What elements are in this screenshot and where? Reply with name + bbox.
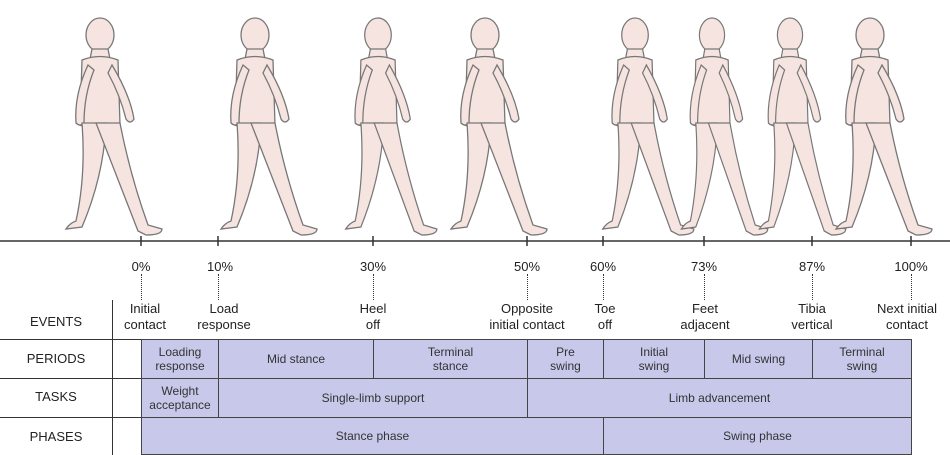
period-mid-swing: Mid swing	[704, 339, 813, 379]
row-rule	[0, 378, 142, 379]
task-single-limb-support: Single-limb support	[218, 378, 528, 418]
dotted-connector	[218, 274, 219, 300]
percent-label: 60%	[590, 259, 616, 274]
walker-figure-load-response	[221, 18, 317, 235]
period-mid-stance: Mid stance	[218, 339, 374, 379]
walker-figure-heel-off	[346, 18, 437, 235]
dotted-connector	[704, 274, 705, 300]
walker-figure-feet-adjacent	[681, 18, 767, 235]
dotted-connector	[812, 274, 813, 300]
row-label-events: EVENTS	[0, 314, 112, 329]
percent-label: 30%	[360, 259, 386, 274]
percent-label: 100%	[894, 259, 927, 274]
dotted-connector	[141, 274, 142, 300]
walker-figure-opposite-contact	[451, 18, 547, 235]
walker-figure-toe-off	[603, 18, 694, 235]
percent-label: 73%	[691, 259, 717, 274]
percent-label: 50%	[514, 259, 540, 274]
walker-figure-initial-contact	[66, 18, 162, 235]
row-label-periods: PERIODS	[0, 351, 112, 366]
row-label-phases: PHASES	[0, 429, 112, 444]
row-rule	[0, 417, 142, 418]
percent-label: 87%	[799, 259, 825, 274]
walker-figure-next-contact	[836, 18, 932, 235]
walker-figure-tibia-vertical	[759, 18, 845, 235]
percent-label: 0%	[132, 259, 151, 274]
dotted-connector	[911, 274, 912, 300]
percent-label: 10%	[207, 259, 233, 274]
dotted-connector	[527, 274, 528, 300]
phase-swing: Swing phase	[603, 417, 912, 455]
phase-stance: Stance phase	[141, 417, 604, 455]
dotted-connector	[603, 274, 604, 300]
dotted-connector	[373, 274, 374, 300]
task-limb-advancement: Limb advancement	[527, 378, 912, 418]
row-label-tasks: TASKS	[0, 389, 112, 404]
walking-figures-illustration	[0, 0, 950, 250]
row-rule	[0, 339, 142, 340]
